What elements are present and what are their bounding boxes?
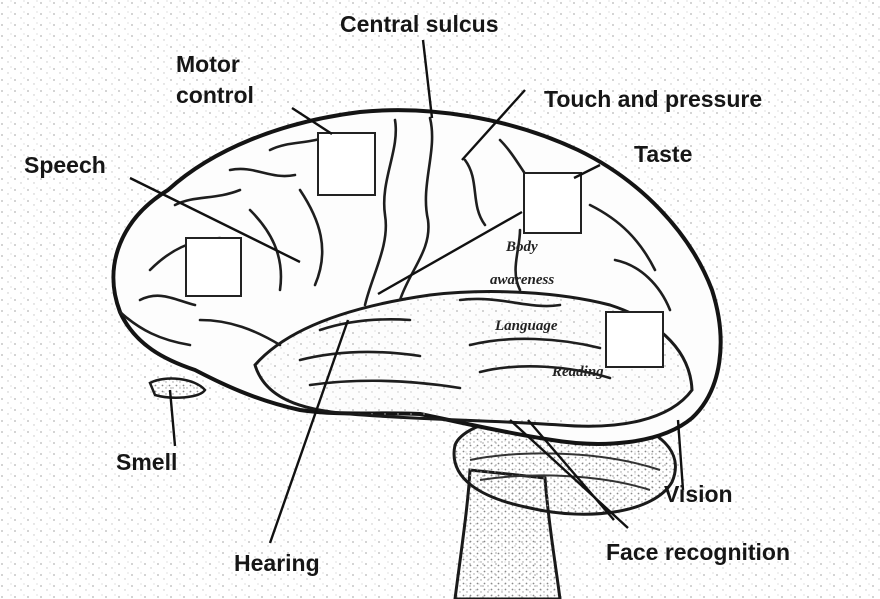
reading-box <box>606 312 663 367</box>
label-hearing: Hearing <box>234 550 320 576</box>
inner-label-reading: Reading <box>551 364 604 380</box>
label-motor-control-line2: control <box>176 82 254 108</box>
inner-label-body: Body <box>505 239 538 255</box>
inner-label-language: Language <box>494 318 558 334</box>
taste-box <box>524 173 581 233</box>
label-taste: Taste <box>634 141 692 167</box>
label-vision: Vision <box>664 481 733 507</box>
label-speech: Speech <box>24 152 106 178</box>
motor-control-box <box>318 133 375 195</box>
label-motor-control-line1: Motor <box>176 51 240 77</box>
label-face-recognition: Face recognition <box>606 539 790 565</box>
inner-label-awareness: awareness <box>490 272 554 288</box>
label-smell: Smell <box>116 449 177 475</box>
label-central-sulcus: Central sulcus <box>340 11 499 37</box>
label-touch-and-pressure: Touch and pressure <box>544 86 762 112</box>
speech-box <box>186 238 241 296</box>
